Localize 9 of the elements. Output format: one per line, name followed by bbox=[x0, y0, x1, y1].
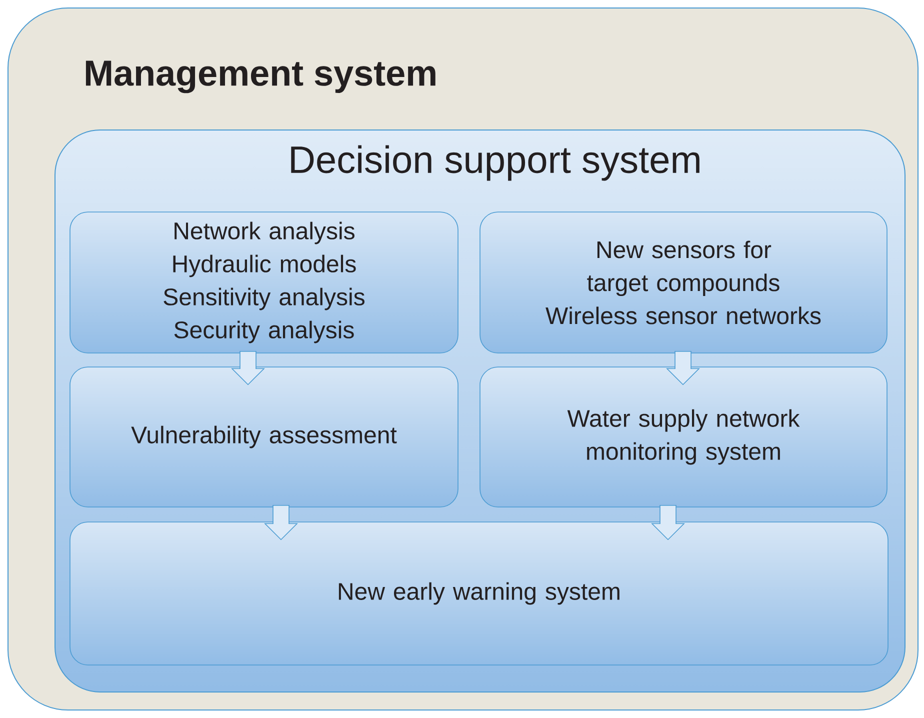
process-box: Network analysis Hydraulic models Sensitivity analysis Security analysis bbox=[70, 212, 458, 354]
process-box: Water supply network monitoring system bbox=[480, 366, 888, 508]
process-box: New early warning system bbox=[70, 522, 888, 666]
process-box: New sensors for target compounds Wireless sensor networks bbox=[480, 212, 888, 354]
process-box: Vulnerability assessment bbox=[70, 366, 458, 508]
block-arrow bbox=[651, 505, 685, 540]
block-arrow bbox=[231, 351, 265, 386]
block-arrow bbox=[666, 351, 700, 386]
block-arrow bbox=[264, 505, 298, 540]
